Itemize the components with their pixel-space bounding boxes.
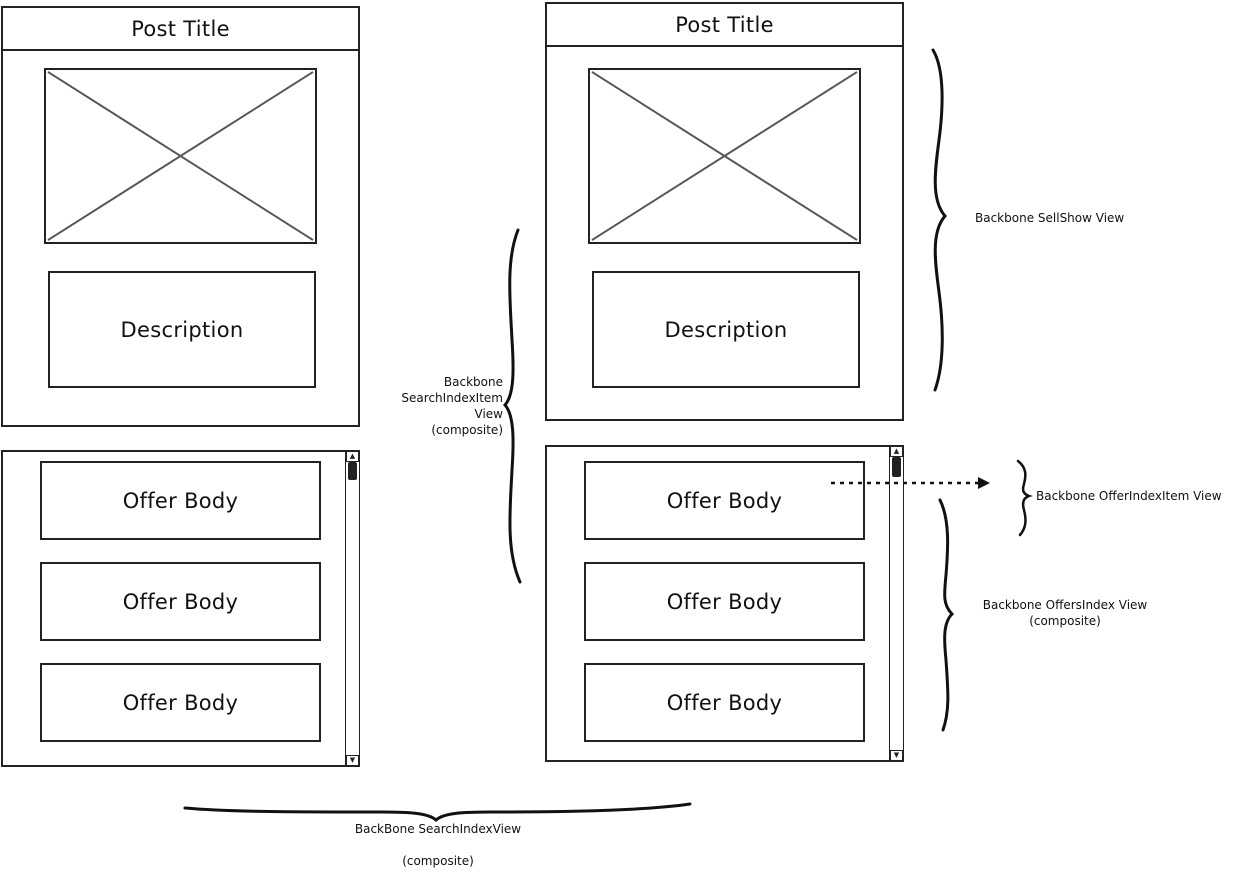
left-post-title-text: Post Title [131, 16, 230, 41]
left-offer-card-3[interactable]: Offer Body [40, 663, 321, 742]
right-offers-scrollbar[interactable]: ▲ ▼ [889, 446, 903, 761]
search-index-item-line-2: SearchIndexItem [401, 391, 503, 405]
image-placeholder-icon [47, 71, 314, 241]
scroll-up-icon[interactable]: ▲ [890, 446, 903, 457]
right-scroll-thumb[interactable] [892, 457, 901, 477]
right-image-placeholder [588, 68, 861, 244]
search-index-label: BackBone SearchIndexView (composite) [338, 821, 538, 869]
sellshow-brace [931, 48, 947, 392]
right-post-title: Post Title [547, 4, 902, 47]
left-scroll-thumb[interactable] [348, 462, 357, 480]
search-index-line-2: (composite) [402, 854, 474, 868]
scroll-down-icon[interactable]: ▼ [890, 750, 903, 761]
scroll-up-icon[interactable]: ▲ [346, 451, 359, 462]
right-offer-body-3: Offer Body [666, 690, 783, 715]
search-index-item-line-3: View [474, 407, 503, 421]
right-offer-card-2[interactable]: Offer Body [584, 562, 865, 641]
offers-index-label: Backbone OffersIndex View (composite) [975, 597, 1155, 629]
left-offer-body-3: Offer Body [122, 690, 239, 715]
image-placeholder-icon [591, 71, 858, 241]
offers-index-line-1: Backbone OffersIndex View [982, 598, 1148, 612]
left-offers-scrollbar[interactable]: ▲ ▼ [345, 451, 359, 766]
offers-index-line-2: (composite) [1029, 614, 1101, 628]
right-offer-body-1: Offer Body [666, 488, 783, 513]
search-index-item-label: Backbone SearchIndexItem View (composite… [378, 374, 503, 438]
left-image-placeholder [44, 68, 317, 244]
right-offer-card-1[interactable]: Offer Body [584, 461, 865, 540]
search-index-item-line-4: (composite) [431, 423, 503, 437]
left-offer-body-2: Offer Body [122, 589, 239, 614]
search-index-brace [183, 802, 692, 822]
offer-index-item-label: Backbone OfferIndexItem View [1036, 488, 1222, 504]
left-offer-card-2[interactable]: Offer Body [40, 562, 321, 641]
right-post-title-text: Post Title [675, 12, 774, 37]
offer-index-item-label-text: Backbone OfferIndexItem View [1036, 489, 1222, 503]
sellshow-label-text: Backbone SellShow View [975, 211, 1125, 225]
left-description-text: Description [120, 317, 244, 342]
offer-index-item-brace [1016, 459, 1033, 537]
search-index-line-1: BackBone SearchIndexView [354, 822, 522, 836]
scroll-down-icon[interactable]: ▼ [346, 755, 359, 766]
sellshow-label: Backbone SellShow View [975, 210, 1124, 226]
right-description-text: Description [664, 317, 788, 342]
left-offer-body-1: Offer Body [122, 488, 239, 513]
left-description-box: Description [48, 271, 316, 388]
right-description-box: Description [592, 271, 860, 388]
right-offer-card-3[interactable]: Offer Body [584, 663, 865, 742]
search-index-item-brace [502, 228, 522, 584]
right-offer-body-2: Offer Body [666, 589, 783, 614]
search-index-item-line-1: Backbone [443, 375, 503, 389]
left-offer-card-1[interactable]: Offer Body [40, 461, 321, 540]
offers-index-brace [938, 498, 955, 732]
arrow-head-icon [978, 477, 990, 489]
left-post-title: Post Title [3, 8, 358, 51]
